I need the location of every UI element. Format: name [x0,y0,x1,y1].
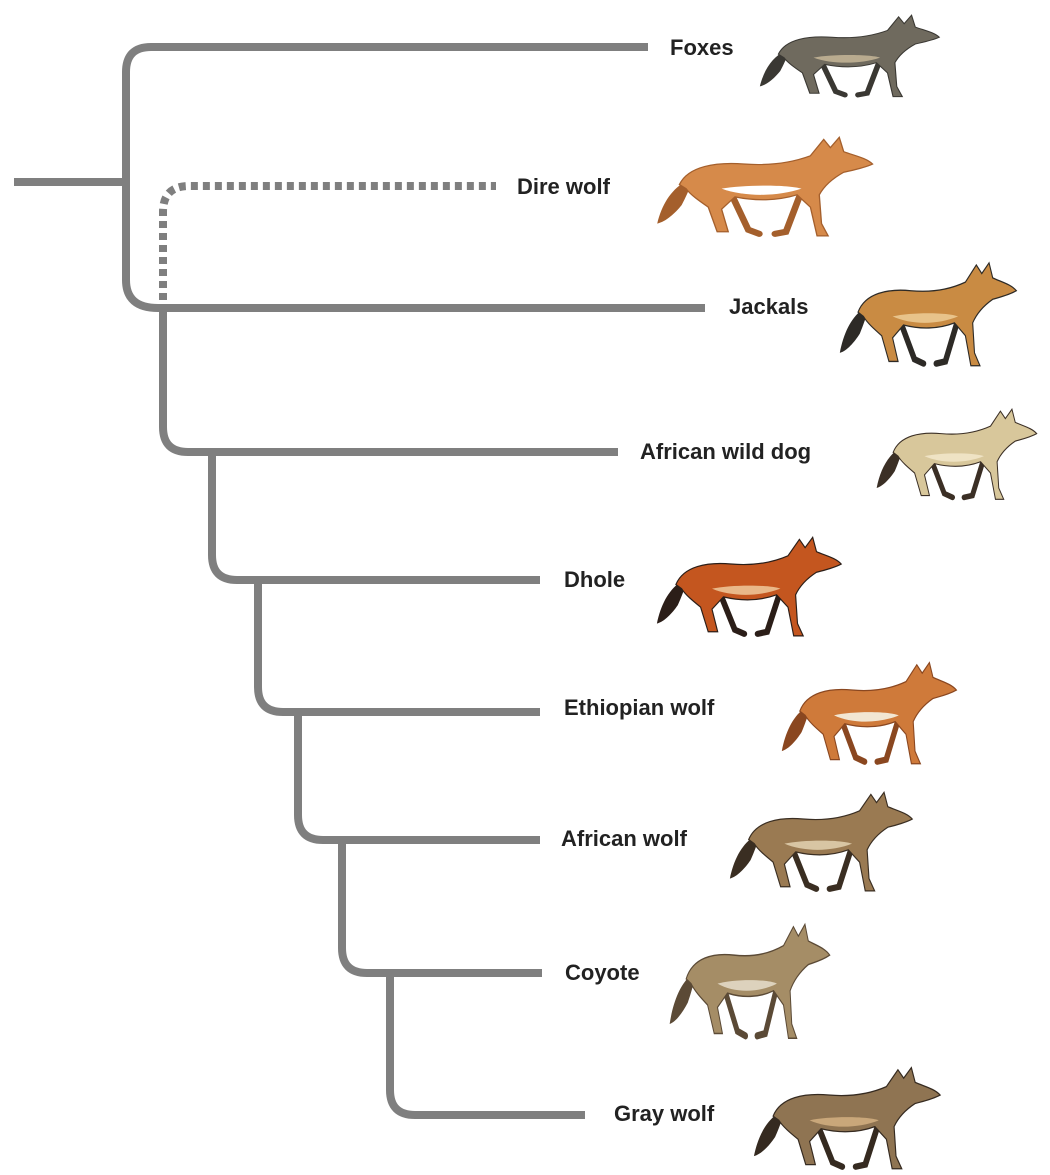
branch-gray-wolf [390,973,585,1115]
taxon-label-ethiopian-wolf: Ethiopian wolf [564,697,714,719]
taxon-label-jackals: Jackals [729,296,809,318]
fox-icon [760,15,939,96]
jackal-icon [840,263,1017,366]
dhole-icon [657,537,841,636]
branch-canina [126,182,158,308]
branch-clade-3 [212,452,258,580]
ethiopian-wolf-icon [782,663,957,764]
gray-wolf-icon [754,1068,940,1169]
taxon-label-african-wolf: African wolf [561,828,687,850]
branch-clade-6 [342,840,390,973]
branch-foxes [126,47,648,182]
branch-dire-wolf [163,186,496,300]
taxon-label-dire-wolf: Dire wolf [517,176,610,198]
dire-wolf-icon [657,137,872,236]
branch-clade-2 [163,308,212,452]
animal-illustrations [657,15,1037,1169]
african-wolf-icon [730,792,912,891]
taxon-label-gray-wolf: Gray wolf [614,1103,714,1125]
taxon-label-african-wild-dog: African wild dog [640,441,811,463]
taxon-label-coyote: Coyote [565,962,640,984]
branch-clade-4 [258,580,298,712]
taxon-label-foxes: Foxes [670,37,734,59]
taxon-label-dhole: Dhole [564,569,625,591]
coyote-icon [670,924,830,1038]
african-wild-dog-icon [877,409,1037,499]
branch-clade-5 [298,712,342,840]
